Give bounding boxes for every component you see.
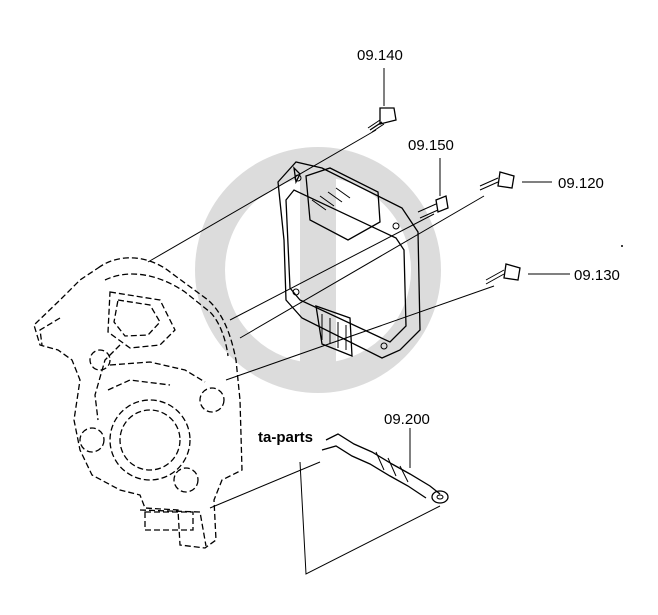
stray-dot <box>621 245 623 247</box>
callout-09140: 09.140 <box>357 47 403 64</box>
callout-09120: 09.120 <box>558 175 604 192</box>
callout-09150: 09.150 <box>408 137 454 154</box>
screw-09150 <box>417 195 449 219</box>
spring-clip-09200 <box>321 433 449 504</box>
carburetor-housing <box>33 257 243 549</box>
screw-09130 <box>485 263 521 285</box>
watermark-text: ta-parts <box>258 429 313 446</box>
assembly-lines <box>147 129 495 575</box>
screw-09120 <box>479 171 515 191</box>
callout-09130: 09.130 <box>574 267 620 284</box>
screw-09140 <box>367 107 397 133</box>
callout-leaders <box>383 68 570 468</box>
callout-09200: 09.200 <box>384 411 430 428</box>
watermark-logo: ta-parts <box>195 147 441 446</box>
